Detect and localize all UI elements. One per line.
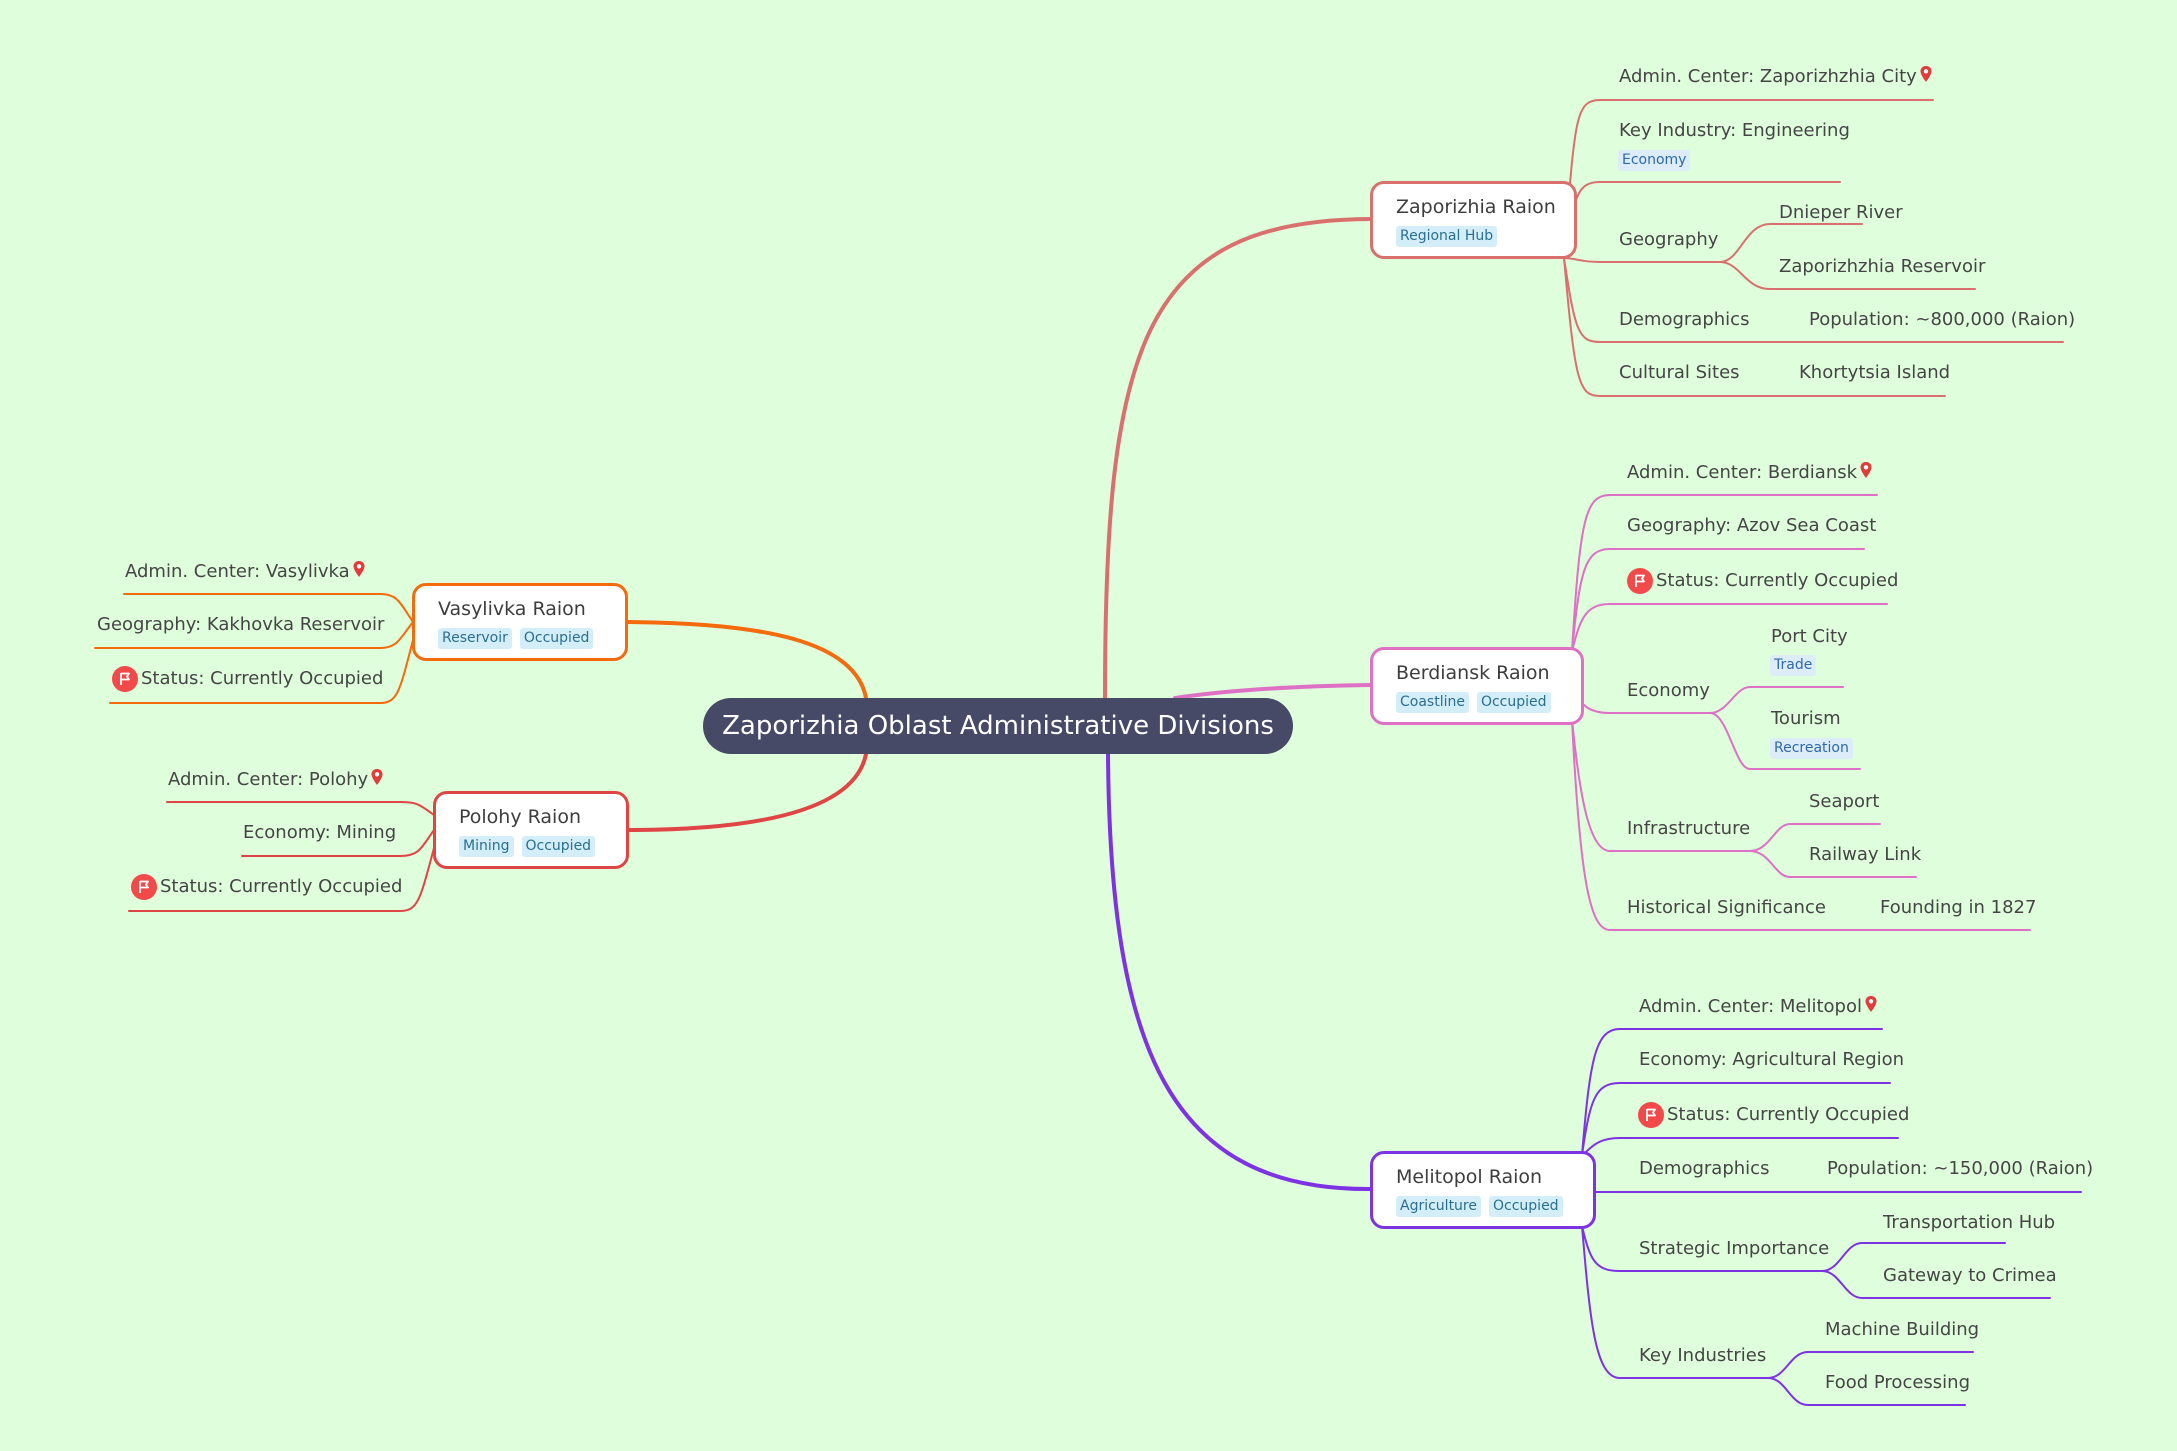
leaf-seaport[interactable]: Seaport bbox=[1809, 791, 1880, 812]
leaf-transportation-hub[interactable]: Transportation Hub bbox=[1883, 1212, 2056, 1233]
leaf-admin-center[interactable]: Admin. Center: Zaporizhzhia City bbox=[1619, 65, 1933, 88]
flag-icon bbox=[131, 874, 157, 900]
raion-tag: Occupied bbox=[1489, 1196, 1563, 1217]
raion-title: Polohy Raion bbox=[459, 806, 582, 828]
raion-title: Berdiansk Raion bbox=[1396, 662, 1550, 684]
leaf-dnieper-river[interactable]: Dnieper River bbox=[1779, 202, 1903, 223]
leaf-status[interactable]: Status: Currently Occupied bbox=[141, 668, 384, 689]
raion-title: Vasylivka Raion bbox=[438, 598, 586, 620]
leaf-historical-significance[interactable]: Historical Significance bbox=[1627, 897, 1826, 918]
flag-icon bbox=[1627, 568, 1653, 594]
leaf-infrastructure[interactable]: Infrastructure bbox=[1627, 818, 1751, 839]
leaf-label: Admin. Center: Berdiansk bbox=[1627, 462, 1858, 483]
leaf-label: Admin. Center: Zaporizhzhia City bbox=[1619, 66, 1917, 87]
raion-tag: Mining bbox=[459, 836, 514, 857]
leaf-founding[interactable]: Founding in 1827 bbox=[1880, 897, 2037, 918]
raion-node-melitopol[interactable]: Melitopol Raion Agriculture Occupied bbox=[1370, 1151, 1596, 1229]
leaf-tourism[interactable]: Tourism bbox=[1771, 708, 1841, 729]
leaf-admin-center[interactable]: Admin. Center: Berdiansk bbox=[1627, 461, 1873, 484]
leaf-label: Admin. Center: Polohy bbox=[168, 769, 369, 790]
map-pin-icon bbox=[352, 560, 366, 578]
leaf-admin-center[interactable]: Admin. Center: Melitopol bbox=[1639, 995, 1878, 1018]
central-topic-label: Zaporizhia Oblast Administrative Divisio… bbox=[722, 711, 1274, 741]
leaf-tag: Trade bbox=[1770, 655, 1817, 676]
raion-title: Melitopol Raion bbox=[1396, 1166, 1543, 1188]
leaf-key-industry[interactable]: Key Industry: Engineering bbox=[1619, 120, 1850, 141]
leaf-machine-building[interactable]: Machine Building bbox=[1825, 1319, 1980, 1340]
leaf-khortytsia-island[interactable]: Khortytsia Island bbox=[1799, 362, 1951, 383]
leaf-key-industries[interactable]: Key Industries bbox=[1639, 1345, 1767, 1366]
leaf-economy[interactable]: Economy bbox=[1627, 680, 1710, 701]
leaf-economy[interactable]: Economy: Agricultural Region bbox=[1639, 1049, 1905, 1070]
leaf-strategic-importance[interactable]: Strategic Importance bbox=[1639, 1238, 1830, 1259]
leaf-population[interactable]: Population: ~150,000 (Raion) bbox=[1827, 1158, 2094, 1179]
leaf-admin-center[interactable]: Admin. Center: Vasylivka bbox=[125, 560, 366, 583]
raion-tag: Agriculture bbox=[1396, 1196, 1481, 1217]
flag-icon bbox=[112, 666, 138, 692]
map-pin-icon bbox=[1919, 65, 1933, 83]
leaf-label: Admin. Center: Melitopol bbox=[1639, 996, 1862, 1017]
leaf-demographics[interactable]: Demographics bbox=[1619, 309, 1750, 330]
map-pin-icon bbox=[1859, 461, 1873, 479]
leaf-tag: Recreation bbox=[1770, 738, 1853, 759]
raion-tag: Regional Hub bbox=[1396, 226, 1498, 247]
leaf-geography[interactable]: Geography bbox=[1619, 229, 1719, 250]
leaf-railway-link[interactable]: Railway Link bbox=[1809, 844, 1922, 865]
raion-node-polohy[interactable]: Polohy Raion Mining Occupied bbox=[433, 791, 629, 869]
branch-zaporizhia bbox=[1103, 217, 1372, 700]
leaf-zaporizhzhia-reservoir[interactable]: Zaporizhzhia Reservoir bbox=[1779, 256, 1986, 277]
leaf-geography[interactable]: Geography: Azov Sea Coast bbox=[1627, 515, 1877, 536]
leaf-cultural-sites[interactable]: Cultural Sites bbox=[1619, 362, 1740, 383]
raion-tag: Coastline bbox=[1396, 692, 1469, 713]
raion-title: Zaporizhia Raion bbox=[1396, 196, 1556, 218]
flag-icon bbox=[1638, 1102, 1664, 1128]
leaf-tag: Economy bbox=[1618, 150, 1691, 171]
map-pin-icon bbox=[370, 768, 384, 786]
leaf-status[interactable]: Status: Currently Occupied bbox=[1667, 1104, 1910, 1125]
raion-node-vasylivka[interactable]: Vasylivka Raion Reservoir Occupied bbox=[412, 583, 628, 661]
leaf-admin-center[interactable]: Admin. Center: Polohy bbox=[168, 768, 384, 791]
leaf-gateway-crimea[interactable]: Gateway to Crimea bbox=[1883, 1265, 2057, 1286]
raion-node-berdiansk[interactable]: Berdiansk Raion Coastline Occupied bbox=[1370, 647, 1584, 725]
leaf-population[interactable]: Population: ~800,000 (Raion) bbox=[1809, 309, 2076, 330]
branch-melitopol bbox=[1106, 752, 1372, 1192]
leaf-port-city[interactable]: Port City bbox=[1771, 626, 1848, 647]
raion-node-zaporizhia[interactable]: Zaporizhia Raion Regional Hub bbox=[1370, 181, 1577, 259]
leaf-status[interactable]: Status: Currently Occupied bbox=[160, 876, 403, 897]
leaf-status[interactable]: Status: Currently Occupied bbox=[1656, 570, 1899, 591]
leaf-geography[interactable]: Geography: Kakhovka Reservoir bbox=[97, 614, 385, 635]
leaf-demographics[interactable]: Demographics bbox=[1639, 1158, 1770, 1179]
central-topic[interactable]: Zaporizhia Oblast Administrative Divisio… bbox=[703, 698, 1293, 754]
leaf-label: Admin. Center: Vasylivka bbox=[125, 561, 350, 582]
raion-tag: Occupied bbox=[521, 836, 596, 857]
branch-vasylivka bbox=[626, 620, 868, 700]
branch-polohy bbox=[626, 752, 868, 832]
raion-tag: Occupied bbox=[519, 628, 594, 649]
map-pin-icon bbox=[1864, 995, 1878, 1013]
branch-berdiansk bbox=[1173, 683, 1372, 700]
leaf-economy[interactable]: Economy: Mining bbox=[243, 822, 397, 843]
leaf-food-processing[interactable]: Food Processing bbox=[1825, 1372, 1971, 1393]
raion-tag: Reservoir bbox=[438, 628, 512, 649]
raion-tag: Occupied bbox=[1476, 692, 1551, 713]
